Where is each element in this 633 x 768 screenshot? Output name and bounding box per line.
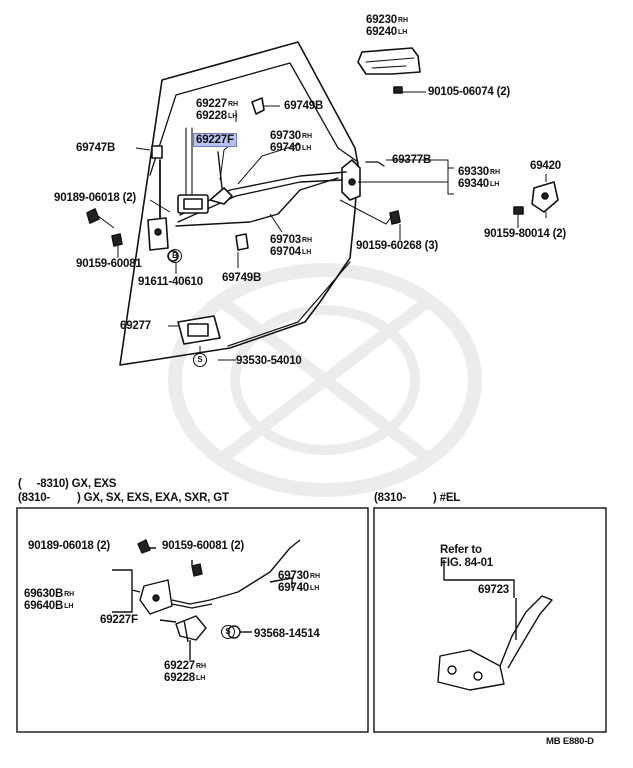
label-highlight-part[interactable]: 69227F: [193, 133, 237, 147]
rod-guide-bracket: [147, 217, 169, 251]
diagram-code: MB E880-D: [546, 736, 594, 747]
label-lock-a: 69330RH: [458, 166, 501, 178]
inset-header-right: (8310- ) #EL: [374, 492, 461, 504]
inset-label-lock-d: 69640BLH: [24, 600, 74, 612]
inset-label-link: 69227F: [100, 614, 138, 626]
inset-label-rod-j: 69228LH: [164, 672, 206, 684]
circle-s-marker: S: [193, 353, 207, 367]
inset-right-frame: [373, 507, 607, 733]
label-bolt-a: 90105-06074 (2): [428, 86, 511, 98]
label-screw-bottom: 93530-54010: [236, 355, 302, 367]
inset-label-actuator: 69723: [478, 584, 509, 596]
label-nut-left: 90159-60081: [76, 258, 142, 270]
inset-circle-s: S: [221, 625, 235, 639]
label-striker: 69420: [530, 160, 561, 172]
striker-part: [513, 181, 559, 215]
label-screw-lock: 90159-60268 (3): [356, 240, 439, 252]
circle-b-marker: B: [168, 249, 182, 263]
door-panel-outline: [119, 41, 359, 366]
inset-left-frame: [16, 507, 369, 733]
inset-label-rod-h: 69740LH: [278, 582, 320, 594]
inset-header-line2: (8310- ) GX, SX, EXS, EXA, SXR, GT: [18, 492, 229, 504]
label-clip-lock: 69377B: [392, 154, 432, 166]
label-rod-a: 69227RH: [196, 98, 239, 110]
inset-label-lock-c: 69630BRH: [24, 588, 75, 600]
inset-label-nut: 90159-60081 (2): [162, 540, 245, 552]
label-rod-b: 69228LH: [196, 110, 238, 122]
outside-handle-part: [357, 47, 421, 94]
inset-label-screw-s: 93568-14514: [254, 628, 320, 640]
label-plug: 91611-40610: [138, 276, 203, 288]
label-clip-left: 69747B: [76, 142, 116, 154]
inside-handle-bezel: [177, 187, 233, 214]
label-rod-d: 69740LH: [270, 142, 312, 154]
label-screw-striker: 90159-80014 (2): [484, 228, 567, 240]
inset-label-refer: Refer to: [440, 544, 482, 556]
clip-left: [151, 145, 163, 159]
door-lock-part: [341, 159, 385, 201]
inset-label-screw: 90189-06018 (2): [28, 540, 111, 552]
inset-label-fig-reference[interactable]: FIG. 84-01: [440, 557, 493, 569]
lock-rods: [159, 127, 347, 227]
label-handle-front: 69230RH: [366, 14, 409, 26]
label-rod-c: 69730RH: [270, 130, 313, 142]
inset-label-rod-g: 69730RH: [278, 570, 321, 582]
inside-handle-part: [177, 315, 221, 345]
label-clip-top: 69749B: [284, 100, 324, 112]
label-handle-rear: 69240LH: [366, 26, 408, 38]
label-inner-handle: 69277: [120, 320, 151, 332]
inset-label-rod-i: 69227RH: [164, 660, 207, 672]
label-rod-f: 69704LH: [270, 246, 312, 258]
label-clip-bottom: 69749B: [222, 272, 262, 284]
watermark-emblem: [168, 263, 482, 497]
label-rod-e: 69703RH: [270, 234, 313, 246]
inset-header-line1: ( -8310) GX, EXS: [18, 478, 117, 490]
label-lock-b: 69340LH: [458, 178, 500, 190]
label-screw-left: 90189-06018 (2): [54, 192, 137, 204]
